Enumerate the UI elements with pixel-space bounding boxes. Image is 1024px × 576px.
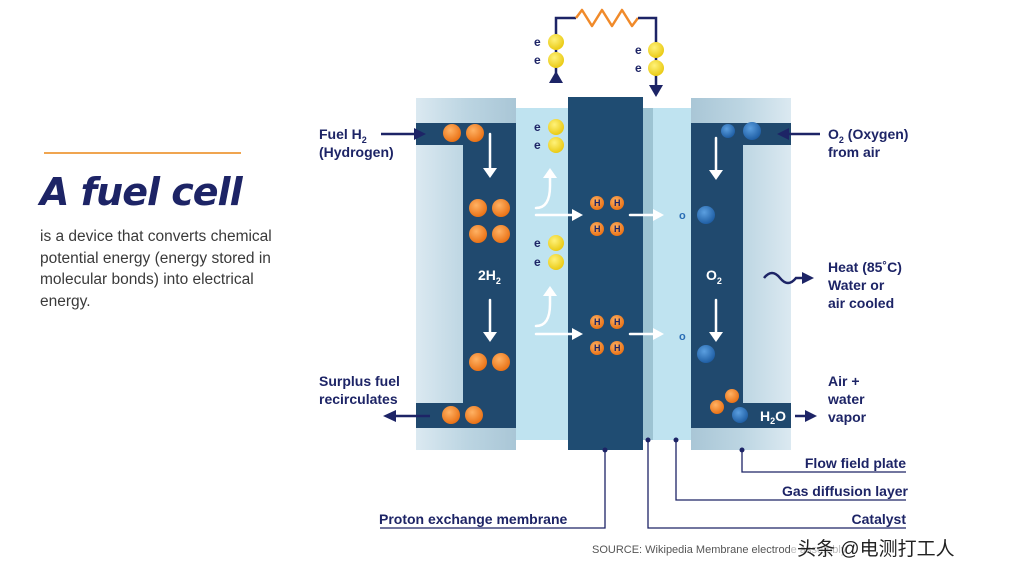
proton-particle [590, 315, 604, 329]
surplus-fuel-label: Surplus fuel [319, 373, 400, 389]
hydrogen-channel-label: 2H2 [478, 267, 501, 286]
hydrogen-label: (Hydrogen) [319, 144, 394, 160]
proton-particle [610, 222, 624, 236]
oxygen-atom-label: o [679, 210, 686, 222]
arrow-up-curved-icon [534, 292, 552, 328]
flow-field-plate-leader [741, 450, 906, 473]
electron-label: e [534, 236, 541, 250]
arrow-down-icon [649, 85, 663, 97]
flow-field-plate-label: Flow field plate [805, 455, 906, 471]
page-title: A fuel cell [40, 170, 243, 214]
proton-particle [590, 222, 604, 236]
electron-particle [548, 254, 564, 270]
proton-label: H [594, 343, 601, 353]
oxygen-atom-label: o [679, 331, 686, 343]
watermark-backdrop [790, 531, 1016, 563]
accent-rule [44, 152, 241, 154]
water-hydrogen [725, 389, 739, 403]
oxygen-label: O2 (Oxygen) [828, 126, 908, 145]
hydrogen-molecule [492, 353, 510, 371]
from-air-label: from air [828, 144, 881, 160]
proton-label: H [614, 198, 621, 208]
proton-label: H [594, 198, 601, 208]
hydrogen-molecule [469, 199, 487, 217]
proton-label: H [614, 224, 621, 234]
proton-exchange-membrane [568, 97, 643, 450]
hydrogen-molecule [442, 406, 460, 424]
electron-particle [548, 235, 564, 251]
proton-particle [610, 196, 624, 210]
water-or-label: Water or [828, 277, 885, 293]
heat-label: Heat (85˚C) [828, 259, 902, 275]
water-word-label: water [827, 391, 865, 407]
proton-particle [610, 341, 624, 355]
source-credit: SOURCE: Wikipedia Membrane electrode ass… [592, 544, 847, 556]
hydrogen-molecule [492, 225, 510, 243]
oxygen-molecule [721, 124, 735, 138]
oxygen-molecule [697, 345, 715, 363]
electron-label: e [534, 255, 541, 269]
membrane-leader [380, 450, 606, 529]
electron-label: e [635, 43, 642, 57]
proton-particle [590, 341, 604, 355]
electron-label: e [534, 35, 541, 49]
fuel-h2-label: Fuel H2 [319, 126, 367, 145]
electron-label: e [534, 120, 541, 134]
electron-particle [548, 34, 564, 50]
hydrogen-molecule [466, 124, 484, 142]
catalyst-leader [647, 440, 906, 529]
electron-particle [648, 42, 664, 58]
hydrogen-molecule [469, 225, 487, 243]
air-cooled-label: air cooled [828, 295, 894, 311]
proton-label: H [614, 343, 621, 353]
vapor-label: vapor [828, 409, 867, 425]
gas-diffusion-layer-label: Gas diffusion layer [782, 483, 909, 499]
anode-gas-diffusion-layer [510, 108, 570, 440]
oxygen-molecule [743, 122, 761, 140]
proton-particle [590, 196, 604, 210]
oxygen-molecule [697, 206, 715, 224]
proton-label: H [594, 317, 601, 327]
heat-wave-icon [763, 271, 804, 285]
arrow-up-curved-icon [534, 174, 552, 210]
gas-diffusion-layer-leader [675, 440, 906, 501]
proton-group: H H H H [590, 315, 624, 355]
hydrogen-molecule [465, 406, 483, 424]
electron-particle [548, 119, 564, 135]
water-label: H2O [760, 408, 786, 426]
hydrogen-molecule [492, 199, 510, 217]
catalyst-layer [641, 108, 653, 440]
catalyst-label: Catalyst [852, 511, 907, 527]
electron-label: e [534, 138, 541, 152]
electron-particle [548, 52, 564, 68]
air-plus-label: Air + [828, 373, 860, 389]
electron-label: e [635, 61, 642, 75]
proton-label: H [594, 224, 601, 234]
hydrogen-molecule [469, 353, 487, 371]
oxygen-atom [732, 407, 748, 423]
recirculates-label: recirculates [319, 391, 398, 407]
proton-label: H [614, 317, 621, 327]
proton-group: H H H H [590, 196, 624, 236]
electron-particle [648, 60, 664, 76]
electron-particle [548, 137, 564, 153]
proton-particle [610, 315, 624, 329]
arrow-up-icon [549, 71, 563, 83]
electron-label: e [534, 53, 541, 67]
oxygen-channel-label: O2 [706, 267, 722, 286]
hydrogen-molecule [443, 124, 461, 142]
water-hydrogen [710, 400, 724, 414]
watermark: 头条 @电测打工人 [797, 538, 955, 560]
intro-description: is a device that converts chemical poten… [40, 228, 272, 310]
resistor-icon [575, 8, 639, 28]
proton-exchange-membrane-label: Proton exchange membrane [379, 511, 567, 527]
